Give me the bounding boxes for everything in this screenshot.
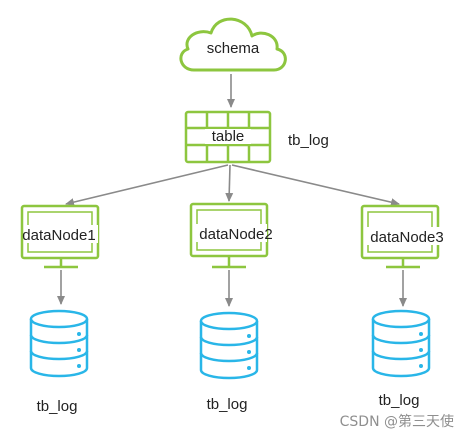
table-label: table <box>212 128 245 145</box>
table-node: table tb_log <box>184 110 329 164</box>
database-1-label: tb_log <box>37 398 78 415</box>
datanode-1-label: dataNode1 <box>22 227 95 244</box>
schema-node: schema <box>179 17 287 72</box>
connectors <box>57 74 407 307</box>
watermark: CSDN @第三天使 <box>340 413 454 430</box>
database-icon <box>371 309 431 378</box>
table-name-label: tb_log <box>288 132 329 149</box>
database-2-label: tb_log <box>207 396 248 413</box>
database-2: tb_log <box>199 311 259 413</box>
datanode-3-label: dataNode3 <box>370 229 443 246</box>
database-icon <box>199 311 259 380</box>
database-1: tb_log <box>29 309 89 415</box>
table-to-datanode2-arrow <box>225 164 234 202</box>
database-icon <box>29 309 89 378</box>
datanode-3: dataNode3 <box>360 204 444 269</box>
table-to-datanode1-arrow <box>65 164 229 207</box>
cloud-icon <box>179 17 287 72</box>
database-3: tb_log <box>371 309 431 409</box>
database-3-label: tb_log <box>379 392 420 409</box>
datanode-2: dataNode2 <box>189 202 273 269</box>
datanode-1: dataNode1 <box>20 204 100 269</box>
datanode-2-label: dataNode2 <box>199 226 272 243</box>
table-to-datanode3-arrow <box>231 164 400 207</box>
schema-label: schema <box>207 40 260 57</box>
